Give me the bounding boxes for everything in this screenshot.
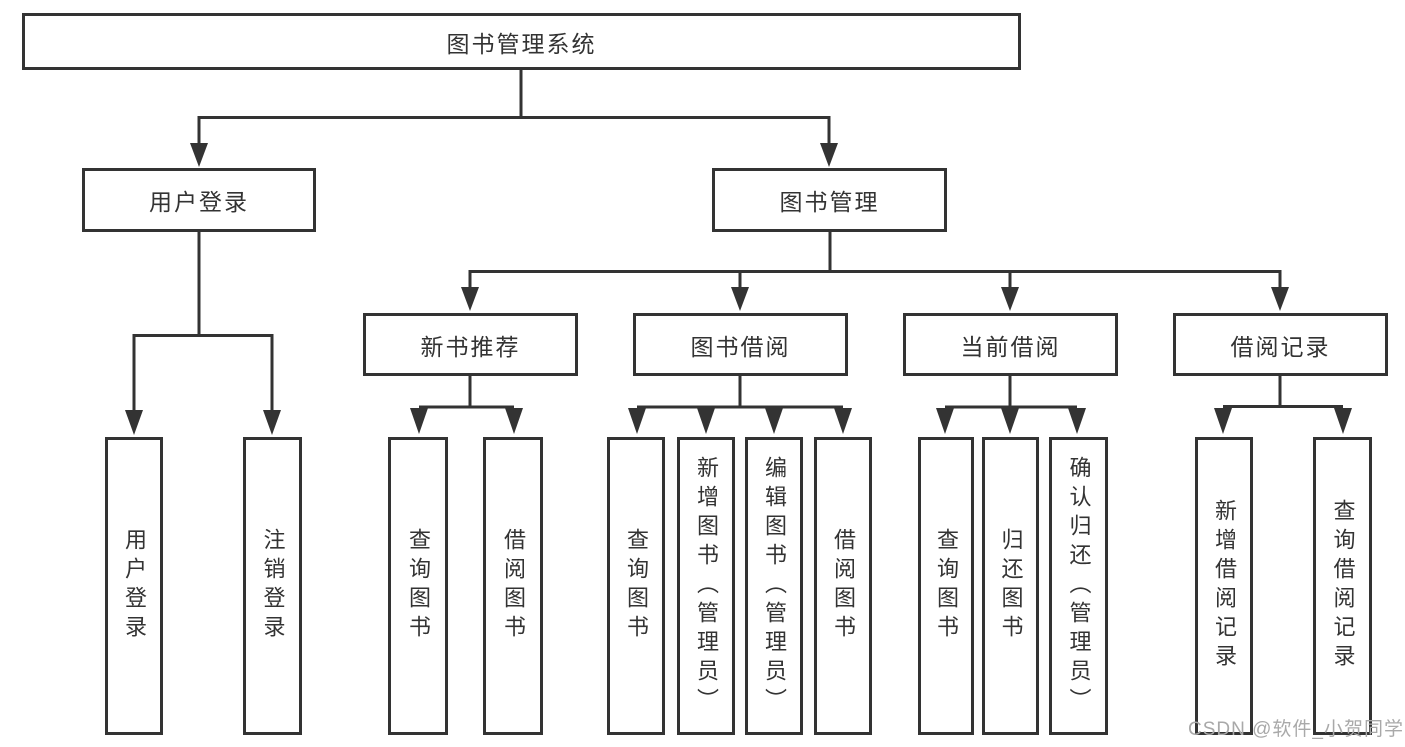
leaf-borrow-edit-books-admin: 编辑图书（管理员）: [745, 437, 803, 735]
leaf-records-query-record: 查询借阅记录: [1313, 437, 1372, 735]
leaf-borrow-edit-books-admin-label: 编辑图书（管理员）: [762, 455, 787, 717]
node-book-management-label: 图书管理: [779, 189, 880, 215]
leaf-current-return-books: 归还图书: [982, 437, 1039, 735]
leaf-records-add-record-label: 新增借阅记录: [1212, 499, 1237, 673]
node-borrow-records-label: 借阅记录: [1230, 333, 1331, 360]
node-library-system: 图书管理系统: [22, 13, 1021, 70]
node-library-system-label: 图书管理系统: [446, 30, 597, 57]
leaf-current-query-books-label: 查询图书: [934, 528, 959, 644]
leaf-user-login-label: 用户登录: [122, 528, 147, 644]
leaf-newbooks-borrow-books-label: 借阅图书: [501, 528, 526, 644]
node-user-login: 用户登录: [82, 168, 316, 232]
leaf-borrow-borrow-books-label: 借阅图书: [831, 528, 856, 644]
leaf-current-query-books: 查询图书: [918, 437, 974, 735]
node-current-borrow-label: 当前借阅: [960, 333, 1061, 360]
node-current-borrow: 当前借阅: [903, 313, 1118, 376]
node-new-book-recommend: 新书推荐: [363, 313, 578, 376]
leaf-current-return-books-label: 归还图书: [998, 528, 1024, 644]
leaf-newbooks-borrow-books: 借阅图书: [483, 437, 543, 735]
leaf-borrow-query-books-label: 查询图书: [624, 528, 649, 644]
leaf-newbooks-query-books-label: 查询图书: [406, 528, 431, 644]
leaf-logout-login: 注销登录: [243, 437, 302, 735]
leaf-borrow-query-books: 查询图书: [607, 437, 665, 735]
leaf-borrow-borrow-books: 借阅图书: [814, 437, 872, 735]
leaf-user-login: 用户登录: [105, 437, 163, 735]
leaf-records-add-record: 新增借阅记录: [1195, 437, 1253, 735]
node-user-login-label: 用户登录: [149, 189, 249, 215]
node-book-borrow: 图书借阅: [633, 313, 848, 376]
node-new-book-recommend-label: 新书推荐: [420, 333, 521, 360]
node-borrow-records: 借阅记录: [1173, 313, 1388, 376]
leaf-current-confirm-return-admin: 确认归还（管理员）: [1049, 437, 1108, 735]
leaf-logout-login-label: 注销登录: [260, 528, 286, 644]
leaf-records-query-record-label: 查询借阅记录: [1330, 499, 1356, 673]
leaf-current-confirm-return-admin-label: 确认归还（管理员）: [1066, 455, 1092, 717]
leaf-newbooks-query-books: 查询图书: [388, 437, 448, 735]
csdn-watermark: CSDN @软件_小贺同学: [1188, 719, 1404, 740]
leaf-borrow-add-books-admin-label: 新增图书（管理员）: [694, 455, 719, 717]
node-book-borrow-label: 图书借阅: [690, 333, 791, 360]
node-book-management: 图书管理: [712, 168, 947, 232]
leaf-borrow-add-books-admin: 新增图书（管理员）: [677, 437, 735, 735]
